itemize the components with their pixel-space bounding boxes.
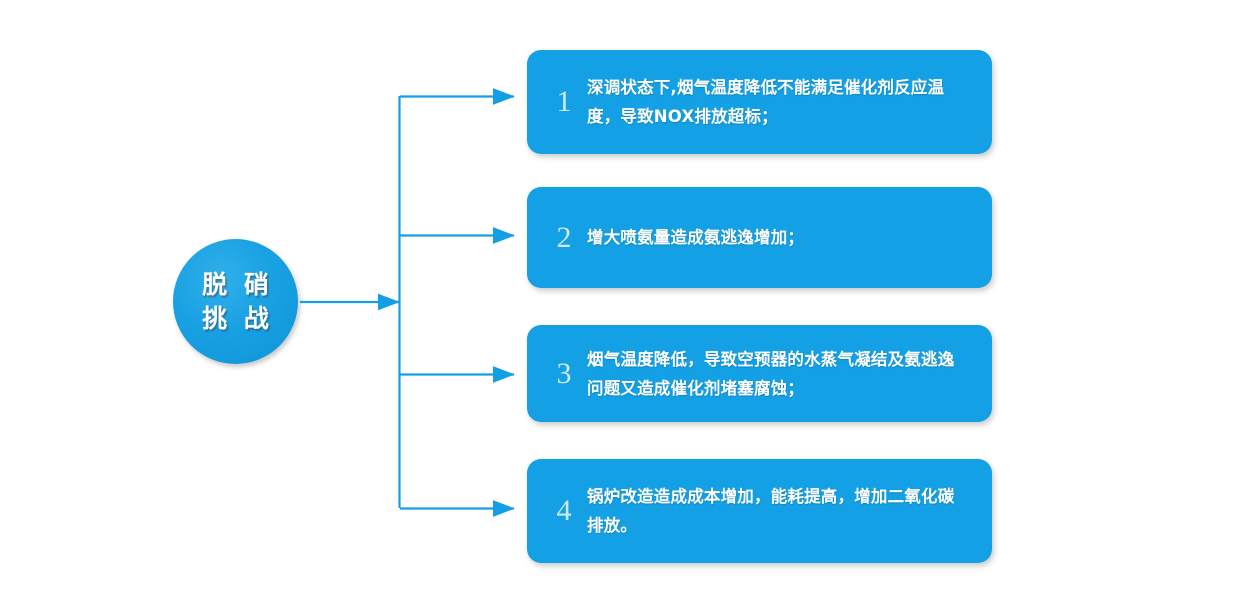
item-index-2: 2: [556, 220, 572, 254]
challenge-item-4[interactable]: 4 锅炉改造造成成本增加，能耗提高，增加二氧化碳排放。: [527, 459, 992, 563]
item-text-2: 增大喷氨量造成氨逃逸增加；: [587, 228, 805, 247]
item-text-1: 深调状态下,烟气温度降低不能满足催化剂反应温度，导致NOX排放超标；: [587, 78, 945, 126]
item-index-1: 1: [556, 85, 572, 118]
challenge-item-3[interactable]: 3 烟气温度降低，导致空预器的水蒸气凝结及氨逃逸问题又造成催化剂堵塞腐蚀；: [527, 325, 992, 422]
challenge-item-2[interactable]: 2 增大喷氨量造成氨逃逸增加；: [527, 187, 992, 288]
challenge-item-1[interactable]: 1 深调状态下,烟气温度降低不能满足催化剂反应温度，导致NOX排放超标；: [527, 50, 992, 154]
item-index-4: 4: [556, 494, 572, 527]
root-node-label-line2: 挑 战: [202, 303, 273, 333]
item-text-4: 锅炉改造造成成本增加，能耗提高，增加二氧化碳排放。: [587, 487, 955, 535]
item-index-3: 3: [556, 356, 572, 390]
root-node-label-line1: 脱 硝: [202, 269, 273, 299]
item-text-3: 烟气温度降低，导致空预器的水蒸气凝结及氨逃逸问题又造成催化剂堵塞腐蚀；: [587, 349, 955, 398]
root-node-challenge[interactable]: 脱 硝 挑 战: [173, 239, 298, 364]
